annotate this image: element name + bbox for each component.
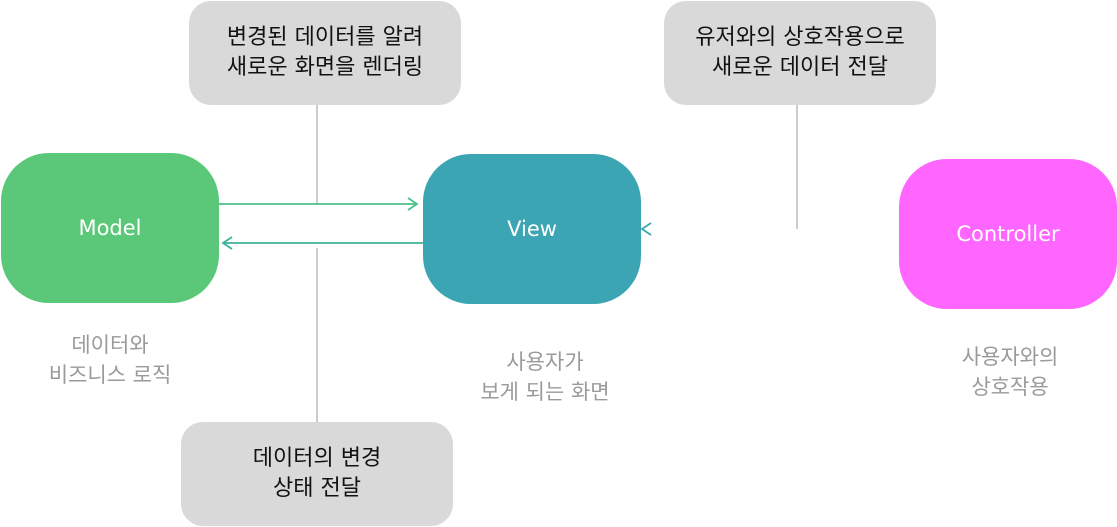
note-line: 변경된 데이터를 알려: [226, 25, 424, 50]
caption-line: 비즈니스 로직: [48, 363, 172, 387]
view-to-model-arrow: [221, 236, 423, 250]
view-label: View: [507, 217, 557, 241]
note-line: 데이터의 변경: [252, 446, 382, 471]
caption-line: 보게 되는 화면: [480, 380, 610, 404]
controller-caption: 사용자와의 상호작용: [910, 342, 1110, 402]
model-caption: 데이터와 비즈니스 로직: [10, 330, 210, 390]
note-line: 새로운 데이터 전달: [712, 55, 888, 80]
model-node: Model: [1, 153, 219, 303]
note-view-to-model: 데이터의 변경 상태 전달: [181, 422, 453, 526]
note-controller-to-view: 유저와의 상호작용으로 새로운 데이터 전달: [664, 1, 936, 105]
caption-line: 상호작용: [971, 375, 1049, 399]
controller-node: Controller: [899, 159, 1117, 309]
model-to-view-arrow: [219, 197, 419, 211]
caption-line: 데이터와: [71, 333, 149, 357]
note-line: 유저와의 상호작용으로: [695, 25, 905, 50]
controller-label: Controller: [956, 222, 1060, 246]
note-line: 새로운 화면을 렌더링: [226, 55, 424, 80]
caption-line: 사용자와의: [961, 345, 1059, 369]
note-model-to-view: 변경된 데이터를 알려 새로운 화면을 렌더링: [189, 1, 461, 105]
view-caption: 사용자가 보게 되는 화면: [440, 347, 650, 407]
caption-line: 사용자가: [506, 350, 584, 374]
note-line: 상태 전달: [273, 476, 361, 501]
controller-to-view-arrow: [640, 222, 899, 236]
model-label: Model: [78, 216, 142, 240]
view-node: View: [423, 154, 641, 304]
